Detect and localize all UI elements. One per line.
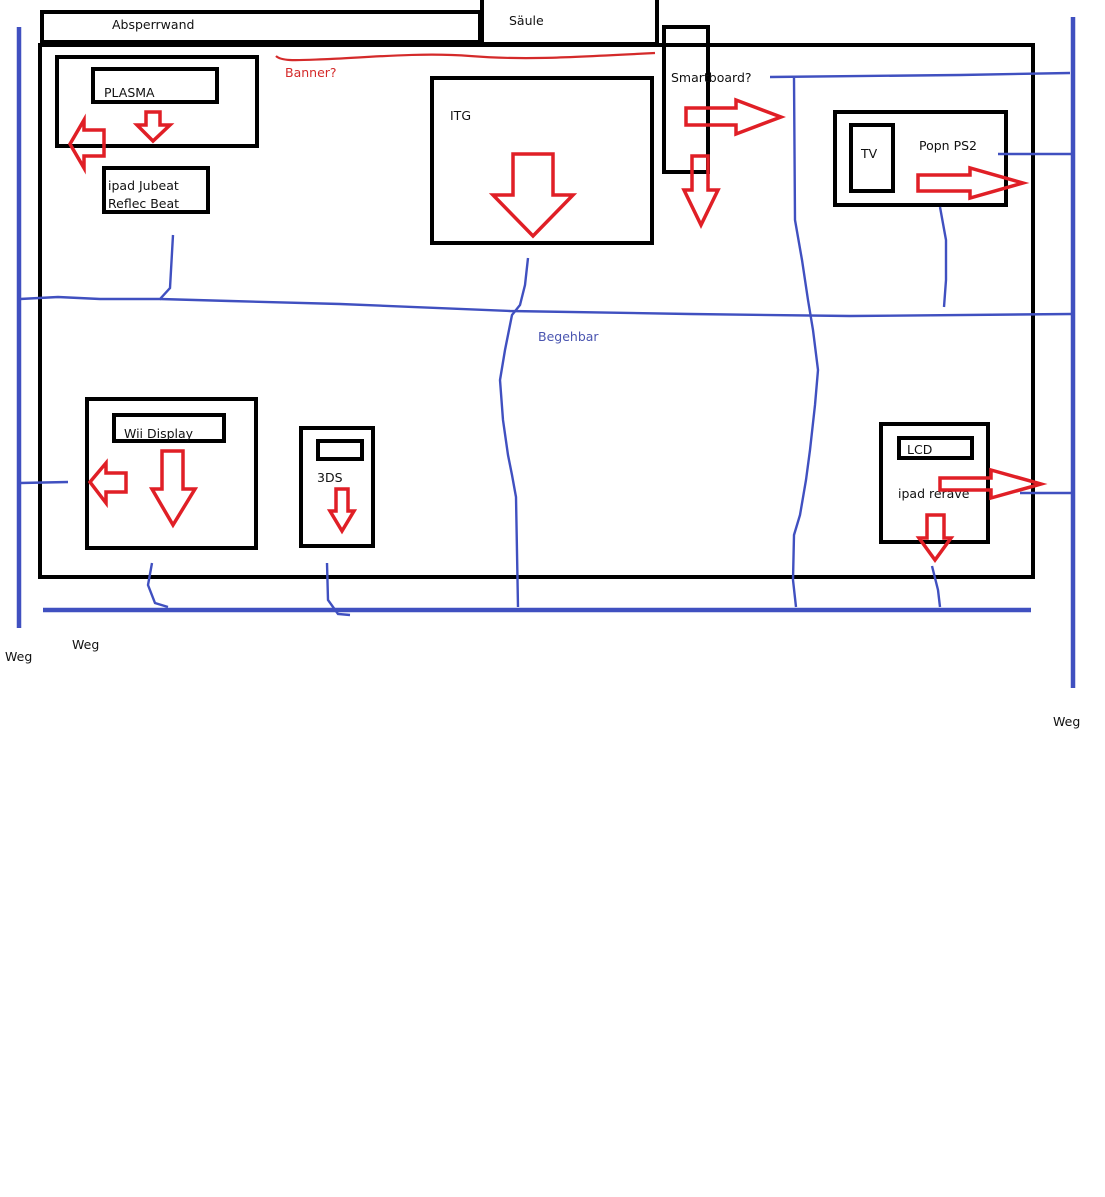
3ds-label: 3DS: [317, 470, 343, 485]
walkway-line: [791, 77, 820, 608]
wii-display-screen: [112, 413, 226, 443]
begehbar-label: Begehbar: [538, 329, 599, 344]
popn-label: Popn PS2: [919, 138, 977, 153]
absperrwand-wall: [40, 10, 482, 44]
3ds-screen: [316, 439, 364, 461]
3ds-station: [299, 426, 375, 548]
banner-line: [275, 51, 656, 62]
walkway-line: [146, 562, 169, 609]
main-hall: [38, 43, 1035, 579]
arrow-right-icon: [938, 467, 1048, 501]
plasma-station: [55, 55, 259, 148]
ipad-jubeat-station: [102, 166, 210, 214]
weg-bottom-label: Weg: [72, 637, 99, 652]
walkway-line: [938, 206, 948, 308]
itg-station: [430, 76, 654, 245]
walkway-line: [19, 234, 175, 301]
walkway-line: [159, 297, 1073, 318]
walkway-line: [325, 562, 351, 617]
arrow-down-icon: [488, 152, 578, 239]
arrow-down-icon: [681, 154, 721, 230]
arrow-down-icon: [326, 487, 358, 535]
plasma-label: PLASMA: [104, 85, 155, 100]
lcd-label: LCD: [907, 442, 932, 457]
saeule-label: Säule: [509, 13, 544, 28]
wii-display-label: Wii Display: [124, 426, 194, 441]
walkway-line: [769, 71, 1071, 79]
arrow-down-icon: [915, 513, 955, 563]
walkway-line: [930, 565, 942, 608]
arrow-left-icon: [87, 458, 128, 509]
itg-label: ITG: [450, 108, 471, 123]
absperrwand-label: Absperrwand: [112, 17, 194, 32]
arrow-down-icon: [132, 110, 175, 144]
walkway-line: [19, 480, 69, 485]
arrow-down-icon: [148, 449, 199, 529]
weg-left-label: Weg: [5, 649, 32, 664]
walkway-line: [498, 257, 530, 608]
weg-right-label: Weg: [1053, 714, 1080, 729]
arrow-right-icon: [684, 97, 786, 137]
tv-label: TV: [860, 146, 878, 161]
ipad-rerave-station: [879, 422, 990, 544]
tv-screen: [849, 123, 895, 193]
ipad-jubeat-label: ipad Jubeat: [108, 178, 179, 193]
smartboard-station: [662, 25, 710, 174]
reflec-beat-label: Reflec Beat: [108, 196, 179, 211]
arrow-left-icon: [67, 113, 106, 175]
lcd-screen: [897, 436, 974, 460]
banner-label: Banner?: [285, 65, 337, 80]
plasma-screen: [91, 67, 219, 104]
smartboard-label: Smartboard?: [671, 70, 752, 85]
popn-station: [833, 110, 1008, 207]
arrow-right-icon: [916, 165, 1030, 201]
wii-station: [85, 397, 258, 550]
